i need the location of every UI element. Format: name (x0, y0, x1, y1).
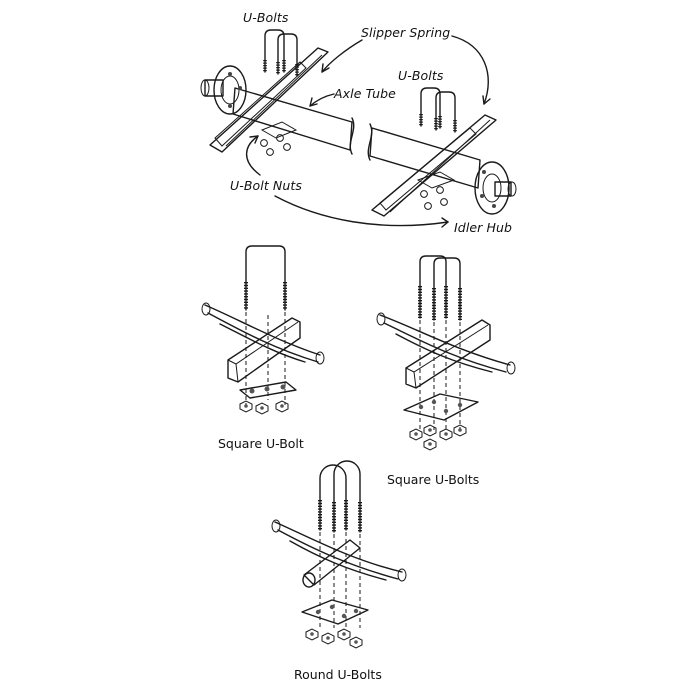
left-hub (200, 65, 247, 115)
label-u-bolts-right: U-Bolts (398, 68, 444, 83)
nuts (409, 424, 467, 451)
caption-round-u-bolts: Round U-Bolts (294, 667, 382, 682)
leaf-spring-pack (271, 519, 407, 582)
caption-square-u-bolt: Square U-Bolt (218, 436, 304, 451)
left-u-bolt-nuts (260, 121, 298, 156)
label-u-bolt-nuts: U-Bolt Nuts (230, 178, 303, 193)
axle-tube (232, 87, 481, 189)
left-u-bolts (263, 29, 299, 77)
label-slipper-spring: Slipper Spring (361, 25, 451, 40)
right-u-bolt-nuts (416, 171, 456, 210)
label-idler-hub: Idler Hub (454, 220, 513, 235)
square-u-bolts-detail (376, 255, 516, 451)
right-u-bolts (419, 87, 457, 133)
nuts (239, 400, 289, 415)
label-axle-tube: Axle Tube (334, 86, 396, 101)
left-leaf-spring (209, 47, 329, 153)
right-leaf-spring (371, 114, 497, 217)
leader-arrows (245, 35, 491, 228)
round-u-bolts-detail (271, 460, 407, 649)
nuts (305, 628, 363, 649)
square-u-bolt-detail (201, 245, 325, 415)
label-u-bolts-left: U-Bolts (243, 10, 289, 25)
caption-square-u-bolts: Square U-Bolts (387, 472, 480, 487)
axle-assembly (200, 29, 517, 228)
leaf-spring-pack (201, 302, 325, 365)
idler-hub (474, 161, 517, 215)
